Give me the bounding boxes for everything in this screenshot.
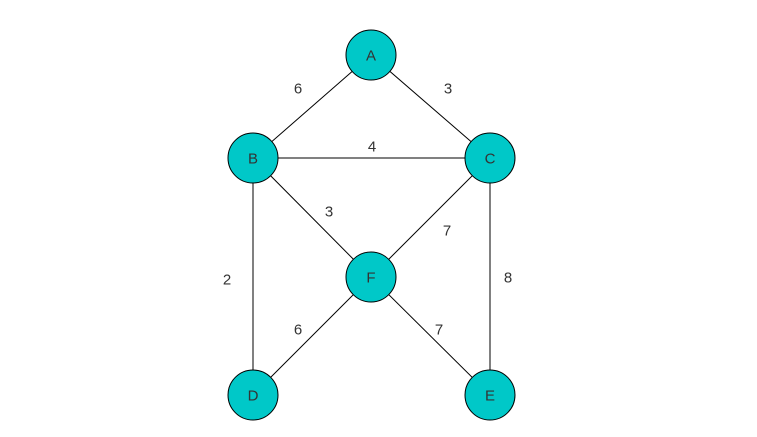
node-label-a: A: [366, 48, 376, 65]
node-circle-a: [345, 29, 397, 81]
edge-b-f: [252, 157, 372, 278]
node-e: E: [464, 369, 516, 421]
edge-weight-b-c: 4: [368, 139, 376, 156]
edge-f-e: [370, 276, 491, 396]
edge-weight-f-e: 7: [435, 322, 443, 339]
node-circle-e: [464, 369, 516, 421]
node-label-d: D: [248, 388, 259, 405]
edges-layer: [252, 54, 491, 396]
nodes-layer: A B C F D E: [227, 29, 516, 421]
edge-c-f: [370, 157, 491, 278]
node-b: B: [227, 132, 279, 184]
node-circle-b: [227, 132, 279, 184]
edge-labels-layer: 6 3 4 3 7 2 8 6 7: [223, 81, 512, 339]
node-label-b: B: [248, 151, 258, 168]
node-d: D: [227, 369, 279, 421]
edge-weight-c-e: 8: [504, 270, 512, 287]
node-circle-c: [464, 132, 516, 184]
node-f: F: [345, 251, 397, 303]
edge-weight-c-f: 7: [443, 223, 451, 240]
edge-a-b: [252, 54, 372, 159]
edge-weight-a-b: 6: [294, 81, 302, 98]
edge-f-d: [252, 276, 372, 396]
node-label-f: F: [366, 270, 375, 287]
node-label-e: E: [485, 388, 495, 405]
node-label-c: C: [485, 151, 496, 168]
node-circle-f: [345, 251, 397, 303]
edge-weight-b-f: 3: [325, 204, 333, 221]
node-c: C: [464, 132, 516, 184]
edge-weight-f-d: 6: [294, 322, 302, 339]
edge-weight-a-c: 3: [444, 81, 452, 98]
edge-a-c: [370, 54, 491, 159]
node-a: A: [345, 29, 397, 81]
edge-weight-b-d: 2: [223, 272, 231, 289]
node-circle-d: [227, 369, 279, 421]
